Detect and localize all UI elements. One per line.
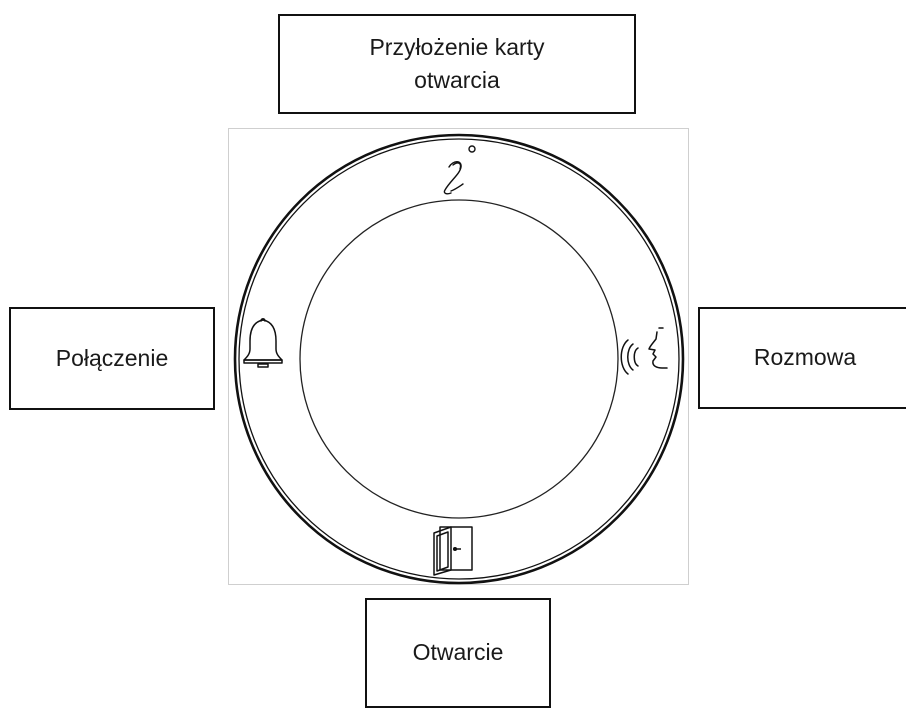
outer-ring xyxy=(233,133,685,585)
call-label-box: Połączenie xyxy=(9,307,215,410)
card-open-label: Przyłożenie karty otwarcia xyxy=(369,33,545,93)
outer-ring-inner-line xyxy=(238,138,680,580)
device-illustration xyxy=(233,133,685,585)
talk-label-box: Rozmowa xyxy=(698,307,906,409)
device-panel xyxy=(228,128,689,585)
card-open-label-box: Przyłożenie karty otwarcia xyxy=(278,14,636,114)
door-icon xyxy=(433,526,473,576)
inner-circle xyxy=(299,199,619,519)
call-label: Połączenie xyxy=(55,344,169,371)
open-label: Otwarcie xyxy=(412,639,504,666)
open-label-box: Otwarcie xyxy=(365,598,551,708)
talk-label: Rozmowa xyxy=(753,344,857,371)
card-reader-icon xyxy=(443,145,476,195)
bell-icon xyxy=(243,318,283,368)
speaking-head-icon xyxy=(620,327,668,375)
